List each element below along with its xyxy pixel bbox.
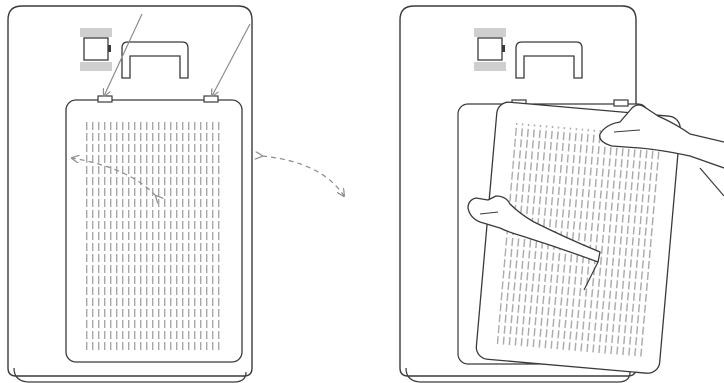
hand-icon xyxy=(467,195,601,291)
purifier-base-left xyxy=(13,367,247,383)
front-cover-removed xyxy=(475,101,681,374)
carry-handle-left xyxy=(121,41,189,79)
left-panel xyxy=(7,5,344,383)
hand-icon xyxy=(599,104,724,197)
control-panel-icon xyxy=(80,28,112,71)
curved-double-arrow-icon xyxy=(72,158,156,196)
right-panel xyxy=(399,5,724,383)
pointer-arrow-icon xyxy=(104,13,143,96)
clip-left-b xyxy=(203,95,219,103)
purifier-base-right xyxy=(405,367,631,383)
clip-left-a xyxy=(97,95,113,103)
control-panel-icon xyxy=(474,28,506,71)
grille-left xyxy=(86,122,224,352)
pointer-arrow-icon xyxy=(212,23,251,96)
carry-handle-right xyxy=(515,41,583,79)
curved-double-arrow-icon xyxy=(262,156,344,196)
clip-right-b xyxy=(613,99,629,107)
